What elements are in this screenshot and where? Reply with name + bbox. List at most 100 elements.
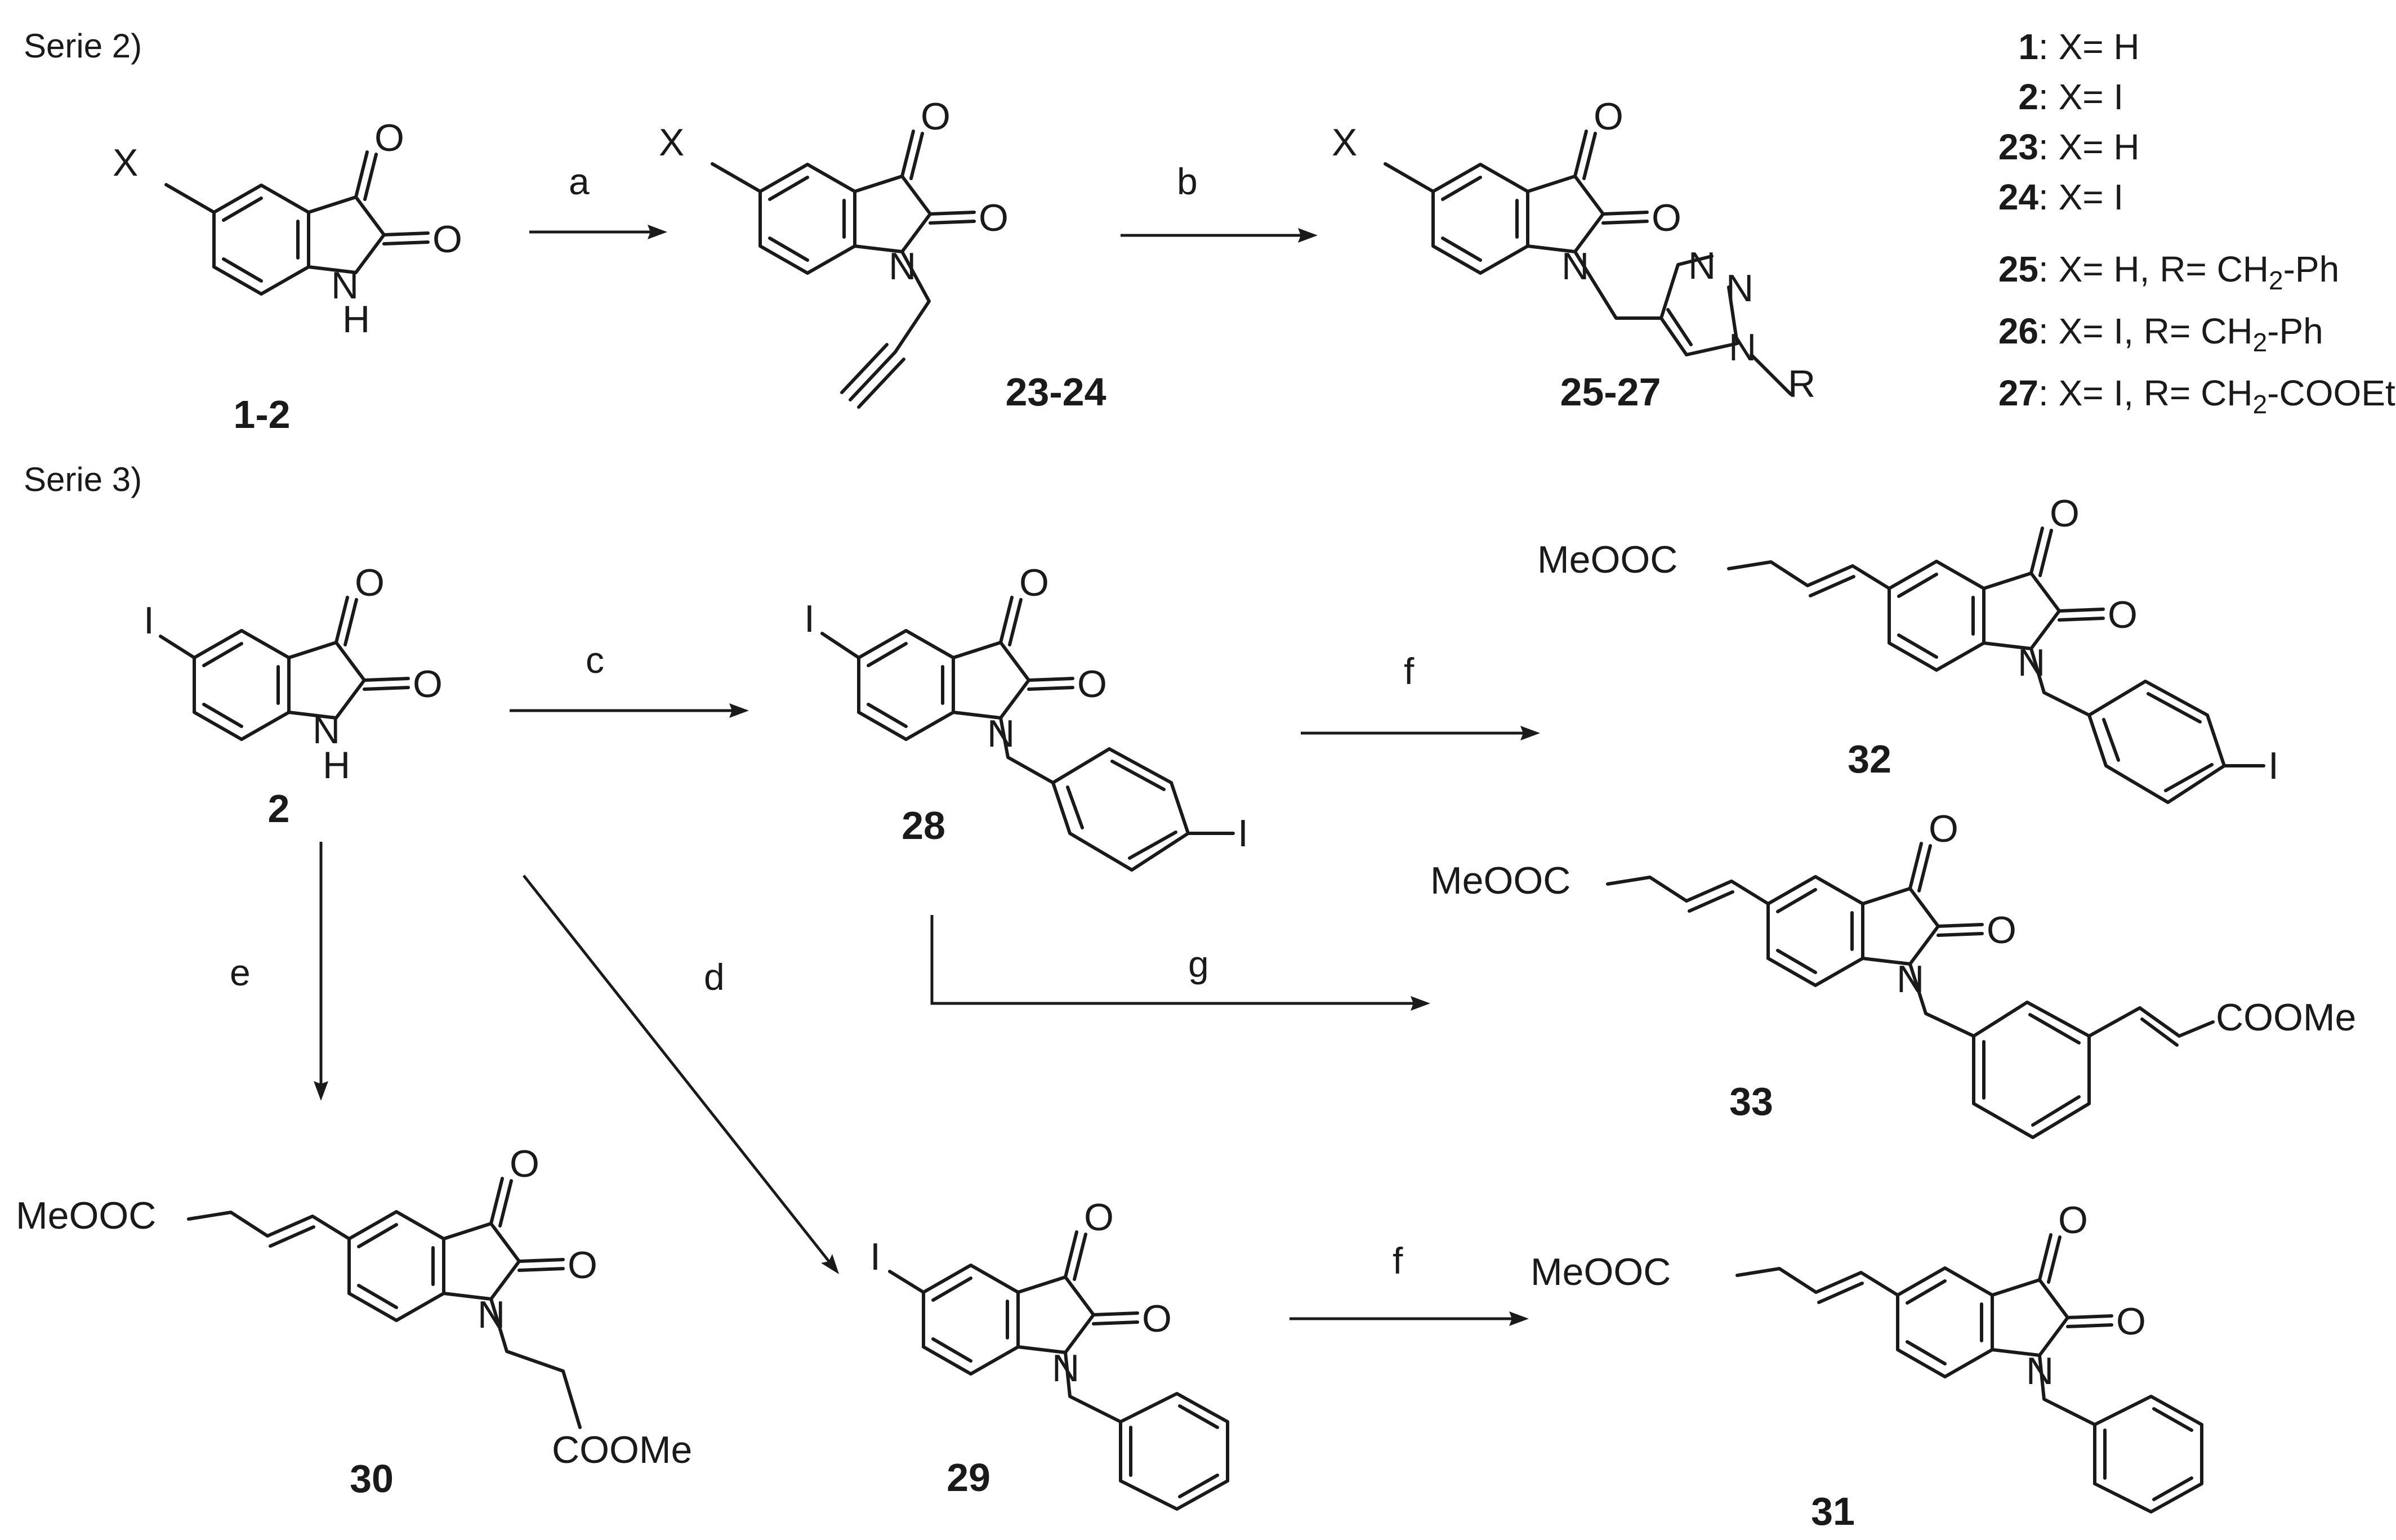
legend-text: : X= I, R= CH2-COOEt [2038,373,2395,419]
legend-text: : X= I [2038,77,2123,117]
substituent-X: X [113,141,138,184]
series3-title: Serie 3) [24,461,142,498]
atom-H: H [323,744,350,787]
atom-O: O [2050,492,2080,535]
atom-O: O [2058,1199,2088,1242]
arrowhead-e [314,1081,328,1101]
legend-num: 26 [1998,311,2038,351]
atom-NH: N [331,264,359,307]
atom-O: O [355,561,385,604]
legend-text: : X= I [2038,177,2123,217]
atom-O: O [510,1142,539,1185]
compound-label-25-27: 25-27 [1560,370,1661,414]
legend-text: : X= H [2038,127,2140,167]
atom-N: N [1897,958,1924,1001]
atom-O: O [413,663,443,706]
reagent-d: d [704,956,725,998]
arrow-d [523,874,830,1262]
atom-O: O [374,117,404,159]
reagent-g: g [1188,943,1209,985]
group-MeOOC: MeOOC [1531,1251,1671,1293]
atom-N: N [1561,245,1589,288]
substituent-X: X [1332,121,1357,164]
atom-O: O [432,218,462,261]
structure-33: MeOOC O O N COOMe [1430,807,2356,1139]
legend-text: : X= H [2038,26,2140,67]
group-COOMe: COOMe [552,1429,692,1471]
legend-num: 27 [1998,373,2038,413]
structure-32: MeOOC O O N I [1537,492,2279,804]
reagent-b: b [1177,160,1198,202]
structure-23-24: O O N X [659,95,1009,409]
legend-text: : X= I, R= CH2-Ph [2038,311,2323,357]
legend-num: 25 [1998,249,2038,289]
arrowhead-b [1298,228,1318,243]
arrowhead-d [821,1254,839,1274]
substituent-I: I [2268,744,2279,787]
reagent-c: c [586,639,604,681]
structure-1-2: O O N H X [113,117,462,341]
atom-N: N [1052,1347,1079,1390]
structure-31: MeOOC O O N [1531,1199,2203,1514]
compound-label-1-2: 1-2 [233,392,290,436]
atom-O: O [1652,197,1681,239]
group-MeOOC: MeOOC [1537,538,1677,581]
atom-N: N [2018,641,2045,684]
arrow-g [930,915,1413,1005]
arrowhead-g [1411,996,1430,1011]
atom-O: O [1594,95,1623,138]
arrowhead-c [729,703,749,718]
compound-label-29: 29 [947,1456,990,1499]
substituent-R: R [1788,363,1815,405]
substituent-X: X [659,121,684,164]
compound-label-2: 2 [268,787,290,831]
structure-30: MeOOC O O N COOMe [16,1142,692,1471]
atom-H: H [342,298,370,341]
structure-25-27: O O N N N N R X [1332,95,1815,405]
atom-O: O [2108,593,2138,636]
structure-28: O O N I I [804,561,1248,872]
compound-label-28: 28 [902,804,945,847]
atom-N: N [987,712,1015,755]
substituent-I: I [144,599,154,642]
atom-N: N [889,245,916,288]
legend-num: 24 [1998,177,2039,217]
atom-N: N [313,709,340,752]
compound-label-23-24: 23-24 [1005,370,1106,414]
atom-N: N [1688,244,1716,287]
arrowhead-f-to-32 [1520,726,1540,740]
atom-O: O [1019,561,1049,604]
structure-29: O O N I [870,1196,1229,1511]
atom-O: O [2116,1300,2146,1343]
atom-O: O [921,95,951,138]
atom-O: O [1084,1196,1114,1239]
substituent-I: I [870,1235,881,1278]
group-MeOOC: MeOOC [16,1194,156,1237]
atom-O: O [1077,663,1107,706]
group-COOMe: COOMe [2216,996,2356,1039]
reagent-e: e [230,952,251,993]
atom-O: O [1987,909,2016,952]
atom-N: N [2026,1350,2054,1392]
substituent-I: I [804,597,815,640]
legend-num: 1 [2018,26,2038,67]
atom-O: O [1142,1297,1172,1340]
series2-title: Serie 2) [24,27,142,65]
group-MeOOC: MeOOC [1430,859,1570,902]
arrowhead-a [648,225,667,239]
atom-N: N [1726,267,1754,310]
reagent-f: f [1393,1240,1403,1282]
substituent-I: I [1238,812,1248,855]
atom-N: N [1729,326,1756,369]
compound-label-31: 31 [1811,1489,1855,1533]
compound-label-32: 32 [1848,737,1891,781]
arrowhead-f-to-31 [1509,1311,1529,1326]
compound-label-30: 30 [350,1457,394,1501]
atom-O: O [979,197,1009,239]
reagent-a: a [569,160,590,202]
atom-N: N [478,1293,505,1336]
structure-2: O O N H I [144,561,443,787]
atom-O: O [1929,807,1958,850]
legend: 1 : X= H 2 : X= I 23 : X= H 24 : X= I 25… [1998,26,2395,419]
